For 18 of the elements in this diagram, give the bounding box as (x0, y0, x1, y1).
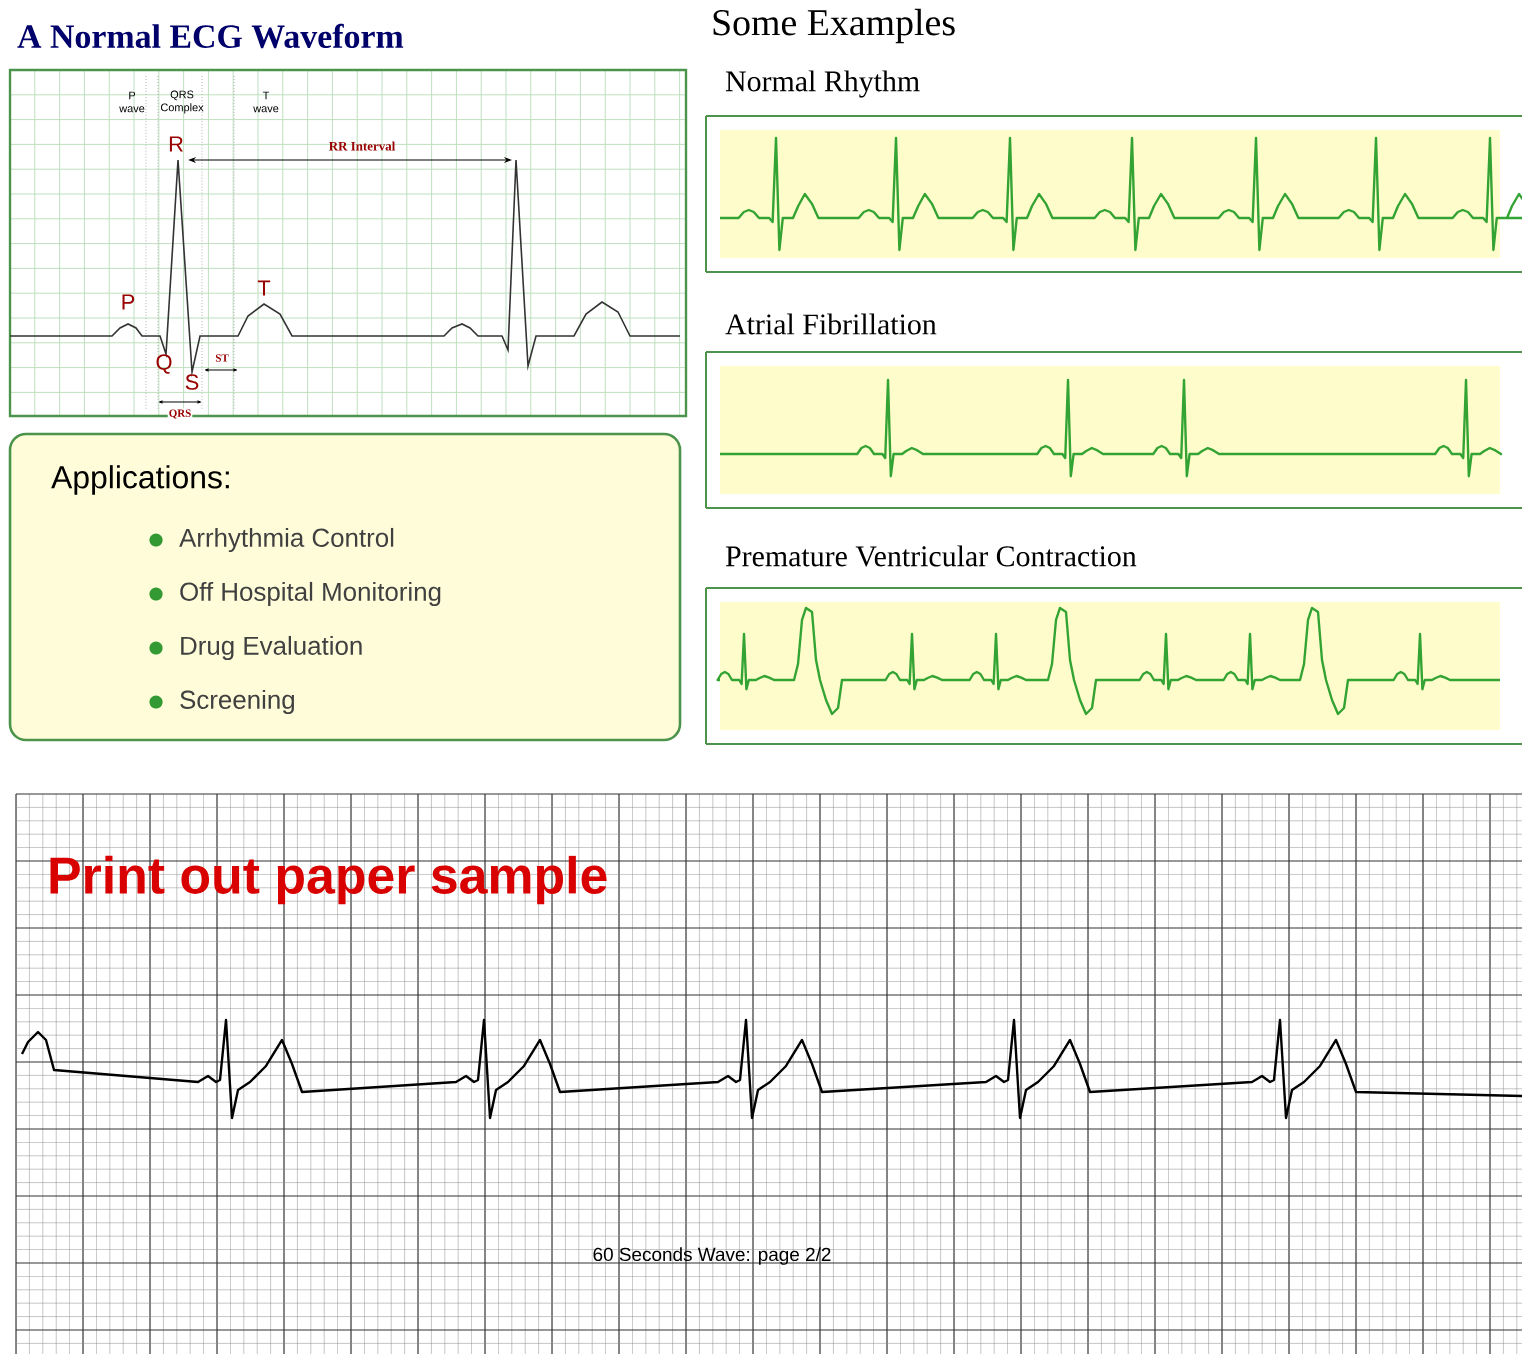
wave-point-label: T (257, 280, 271, 296)
list-item: Arrhythmia Control (179, 527, 394, 553)
title: A Normal ECG Waveform (17, 23, 404, 49)
footer-text: 60 Seconds Wave: page 2/2 (593, 1247, 831, 1265)
box-heading: Applications: (51, 465, 229, 495)
panel-heading: Atrial Fibrillation (725, 313, 937, 335)
info-box (8, 432, 682, 742)
panel-heading: Premature Ventricular Contraction (725, 545, 1137, 567)
wave-point-label: P (122, 294, 135, 310)
list-item: Drug Evaluation (181, 635, 362, 661)
wave-point-label: Q (156, 354, 172, 374)
wave-point-label: R (169, 136, 183, 152)
list-item: Off Hospital Monitoring (180, 581, 441, 607)
list-item: Screening (180, 689, 294, 715)
panel-heading: Normal Rhythm (725, 70, 920, 98)
overlay-caption: Print out paper sample (50, 855, 607, 905)
section-heading: Some Examples (713, 8, 955, 44)
wave-point-label: S (185, 374, 199, 390)
